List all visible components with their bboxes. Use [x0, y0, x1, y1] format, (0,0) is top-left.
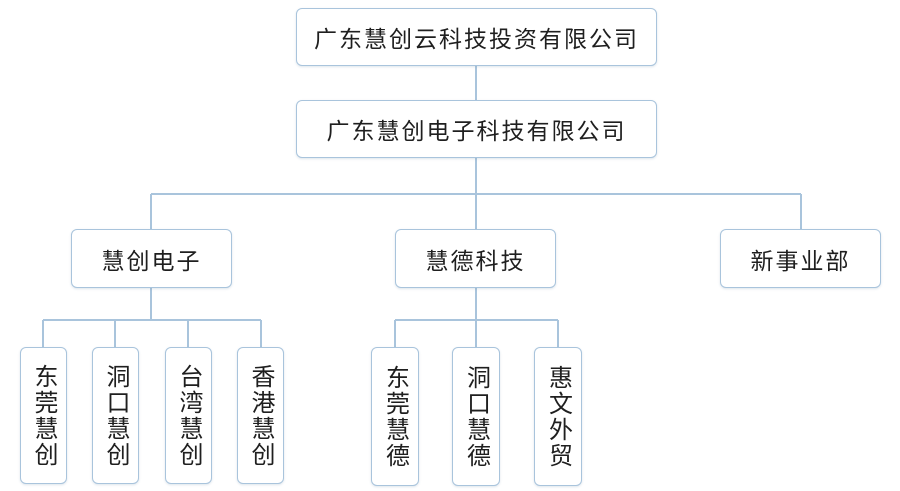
org-node-unit-2-3-label: 惠文外贸	[544, 364, 573, 469]
org-node-unit-1-1-label: 东莞慧创	[30, 363, 58, 468]
org-node-level1-label: 广东慧创电子科技有限公司	[326, 119, 627, 145]
org-node-unit-1-4-label: 香港慧创	[247, 363, 275, 468]
org-node-division-3: 新事业部	[720, 229, 881, 288]
org-node-unit-2-2: 洞口慧德	[452, 347, 500, 486]
org-node-root-label: 广东慧创云科技投资有限公司	[314, 27, 639, 53]
org-node-unit-1-3-label: 台湾慧创	[175, 363, 203, 468]
org-node-division-2: 慧德科技	[395, 229, 556, 288]
org-node-unit-1-2: 洞口慧创	[92, 347, 139, 484]
org-node-unit-1-3: 台湾慧创	[165, 347, 212, 484]
org-node-division-1-label: 慧创电子	[101, 248, 202, 275]
org-node-unit-1-2-label: 洞口慧创	[102, 363, 130, 468]
org-node-unit-2-1-label: 东莞慧德	[381, 364, 410, 469]
org-node-unit-2-2-label: 洞口慧德	[462, 364, 491, 469]
org-node-unit-2-3: 惠文外贸	[534, 347, 582, 486]
org-node-division-1: 慧创电子	[71, 229, 232, 288]
org-node-root: 广东慧创云科技投资有限公司	[296, 8, 657, 66]
org-node-division-3-label: 新事业部	[750, 248, 851, 275]
org-node-unit-2-1: 东莞慧德	[371, 347, 419, 486]
org-node-level1: 广东慧创电子科技有限公司	[296, 100, 657, 158]
org-node-unit-1-4: 香港慧创	[237, 347, 284, 484]
org-node-division-2-label: 慧德科技	[425, 248, 526, 275]
org-node-unit-1-1: 东莞慧创	[20, 347, 67, 484]
